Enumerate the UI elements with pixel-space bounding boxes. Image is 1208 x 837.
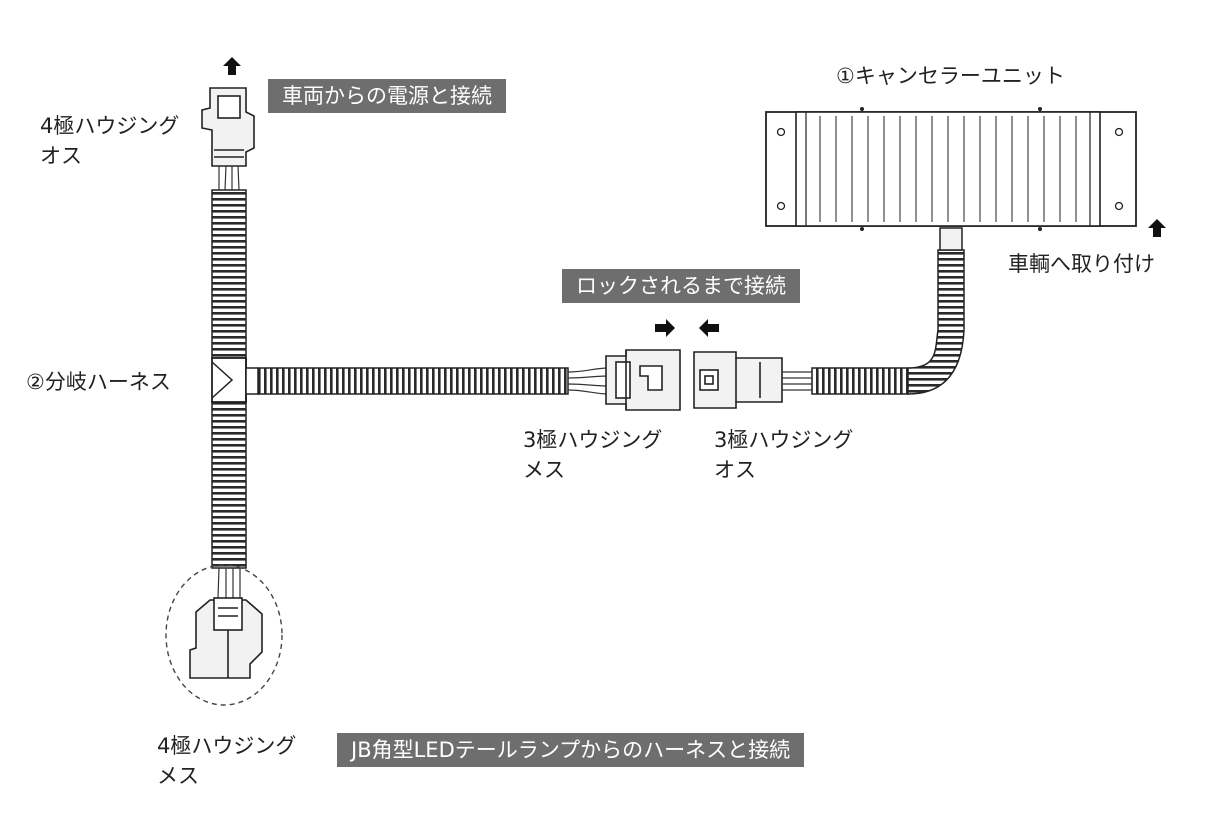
arrow-up-icon <box>1148 219 1166 237</box>
label-housing4-male-line2: オス <box>40 144 82 168</box>
vertical-harness-tube <box>211 189 247 569</box>
wires-mid-right <box>782 371 812 391</box>
label-housing4-male-line1: 4極ハウジング <box>40 114 180 138</box>
housing4-female-connector <box>189 597 263 679</box>
arrow-left-icon <box>699 319 719 337</box>
label-housing3-female-line2: メス <box>523 458 565 482</box>
canceller-unit <box>765 107 1137 231</box>
label-housing3-male-line1: 3極ハウジング <box>714 428 854 452</box>
arrow-up-icon <box>223 57 241 75</box>
wires-bottom <box>217 567 241 599</box>
banner-power: 車両からの電源と接続 <box>268 79 506 113</box>
label-unit: ①キャンセラーユニット <box>836 64 1065 88</box>
banner-led: JB角型LEDテールランプからのハーネスと接続 <box>337 733 805 767</box>
horizontal-harness-tube <box>245 367 569 395</box>
curved-harness-tube <box>811 227 965 395</box>
housing3-female-connector <box>605 349 681 411</box>
highlight-circle <box>165 564 283 706</box>
label-housing4-female-line2: メス <box>157 764 199 788</box>
housing4-male-connector <box>201 87 255 167</box>
wires-mid-left <box>567 367 609 395</box>
banner-lock: ロックされるまで接続 <box>562 269 800 303</box>
label-housing4-female-line1: 4極ハウジング <box>157 734 297 758</box>
label-housing3-female-line1: 3極ハウジング <box>523 428 663 452</box>
junction-box <box>211 357 247 403</box>
arrow-right-icon <box>655 319 675 337</box>
label-harness: ②分岐ハーネス <box>26 370 171 394</box>
wires-top <box>218 165 240 191</box>
label-housing3-male-line2: オス <box>714 458 756 482</box>
housing3-male-connector <box>693 351 783 409</box>
label-mount: 車輌へ取り付け <box>1008 252 1155 276</box>
